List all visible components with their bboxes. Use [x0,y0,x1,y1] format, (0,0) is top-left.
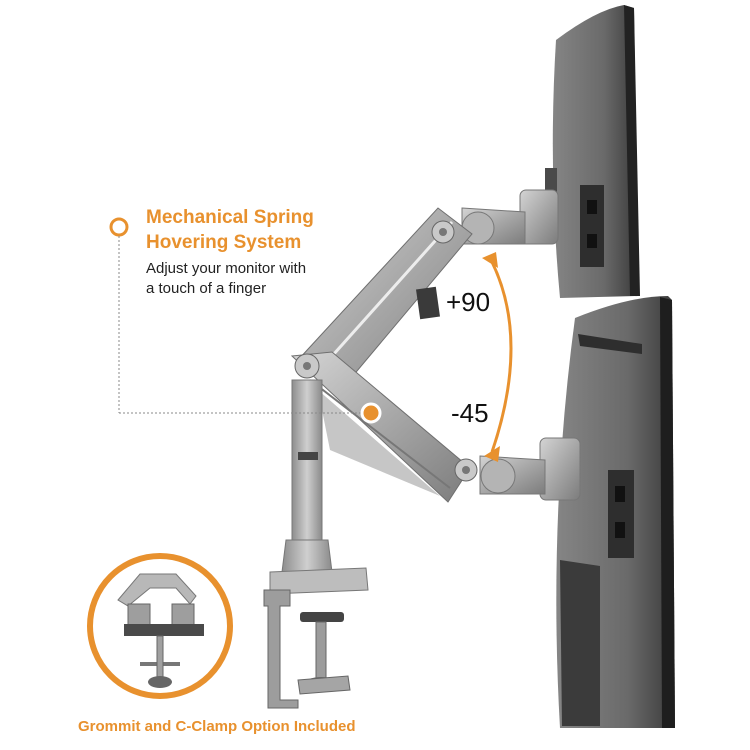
lower-arm [290,351,478,503]
feature-title-line2: Hovering System [146,232,302,253]
feature-desc-line2: a touch of a finger [146,280,267,297]
lower-monitor [556,296,675,728]
lower-tilt-bracket [479,437,581,501]
upper-monitor [545,5,640,298]
feature-desc-line1: Adjust your monitor with [146,260,307,277]
grommet-inset [87,553,233,699]
mount-base [269,567,369,595]
clamp-caption: Grommit and C-Clamp Option Included [78,718,356,735]
feature-title: Mechanical Spring Hovering System [146,205,314,255]
tilt-up-label: +90 [446,287,491,317]
tilt-arc-arrow [482,252,513,462]
feature-title-line1: Mechanical Spring [146,207,314,228]
callout-leader [109,217,382,424]
tilt-down-label: -45 [451,398,489,428]
c-clamp [263,589,351,709]
upper-tilt-bracket [461,189,559,245]
feature-description: Adjust your monitor with a touch of a fi… [146,259,306,299]
